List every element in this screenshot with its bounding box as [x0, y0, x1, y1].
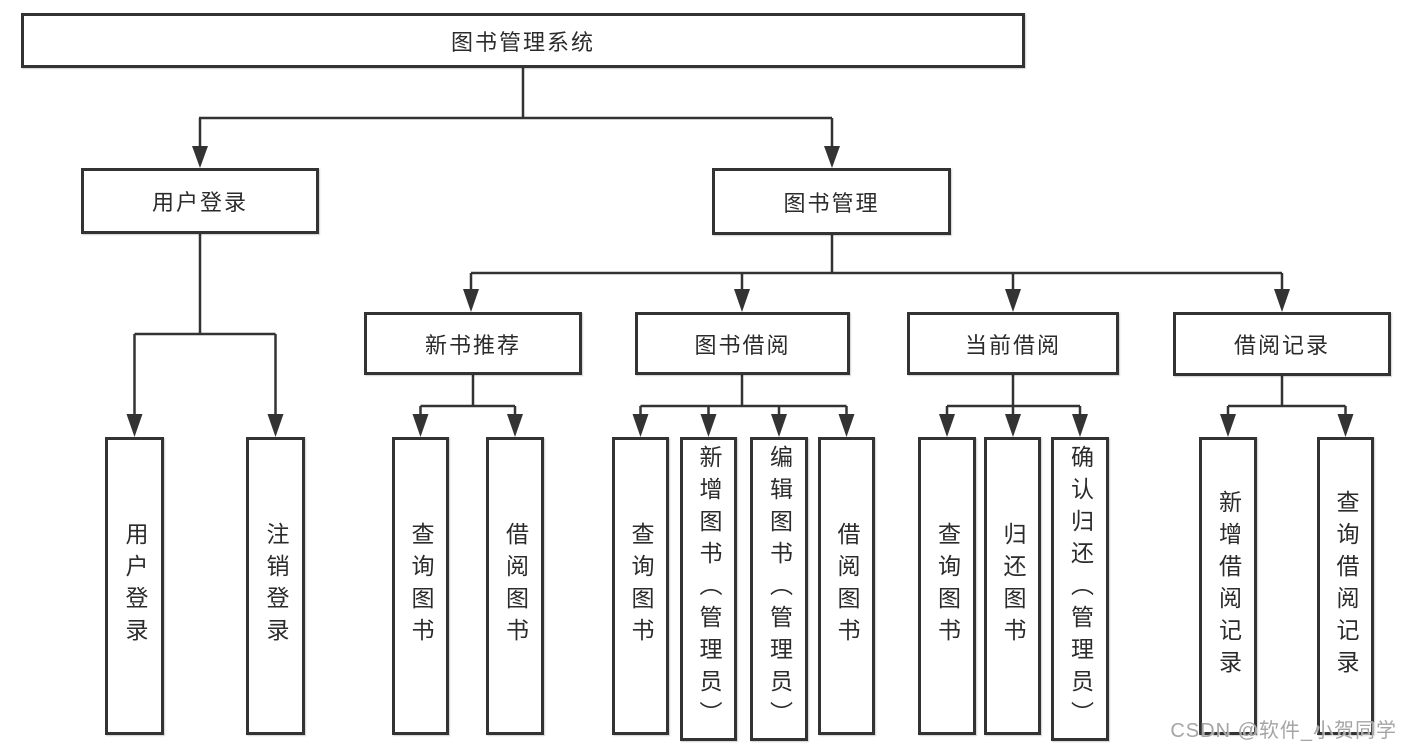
connector-book-borrow-children: [639, 375, 848, 416]
node-book-management: 图书管理: [712, 168, 951, 235]
node-root-library-system: 图书管理系统: [21, 13, 1025, 68]
leaf-edit-books-admin: 编辑图书（管理员）: [750, 437, 808, 741]
connector-new-books-children: [419, 375, 517, 416]
leaf-query-books-1: 查询图书: [392, 437, 449, 735]
arrowheads: [126, 146, 1354, 437]
csdn-watermark: CSDN @软件_小贺同学: [1170, 720, 1397, 742]
leaf-add-borrow-record: 新增借阅记录: [1199, 437, 1257, 735]
leaf-query-books-2: 查询图书: [612, 437, 669, 735]
connector-book-mgmt-children: [469, 235, 1284, 291]
leaf-return-books: 归还图书: [984, 437, 1041, 735]
connector-user-login-children: [133, 234, 277, 416]
node-new-book-recommend: 新书推荐: [364, 312, 582, 375]
node-book-borrowing: 图书借阅: [635, 312, 850, 375]
node-borrowing-records: 借阅记录: [1173, 312, 1391, 376]
leaf-query-borrow-record: 查询借阅记录: [1317, 437, 1374, 735]
leaf-logout: 注销登录: [246, 437, 305, 735]
leaf-borrow-books-1: 借阅图书: [486, 437, 544, 735]
leaf-user-login: 用户登录: [105, 437, 164, 735]
connector-root: [198, 68, 834, 147]
leaf-add-books-admin: 新增图书（管理员）: [680, 437, 737, 741]
leaf-query-books-3: 查询图书: [918, 437, 976, 735]
leaf-borrow-books-2: 借阅图书: [818, 437, 875, 735]
connector-borrow-records-children: [1226, 376, 1347, 416]
connector-current-borrow-children: [945, 375, 1082, 416]
leaf-confirm-return-admin: 确认归还（管理员）: [1051, 437, 1109, 741]
node-current-borrowing: 当前借阅: [907, 312, 1119, 375]
node-user-login: 用户登录: [81, 168, 319, 234]
